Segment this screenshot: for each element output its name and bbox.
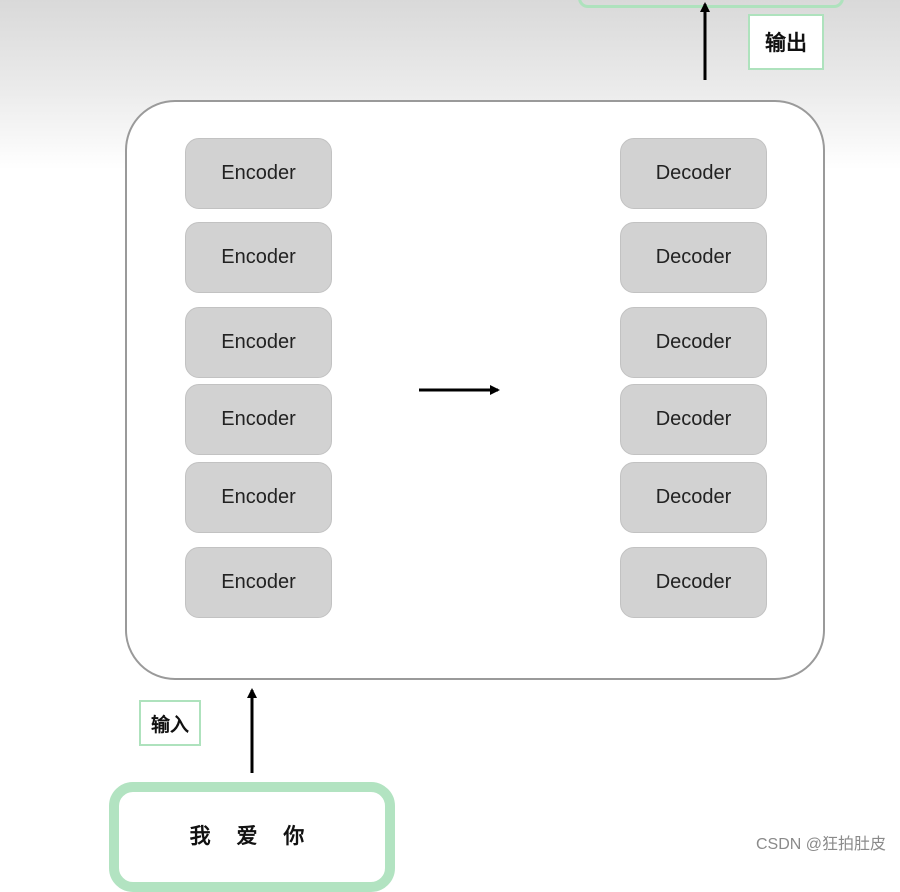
watermark: CSDN @狂拍肚皮 [755, 836, 886, 853]
encoder-block: Encoder [185, 222, 332, 293]
output-box-edge [578, 0, 844, 8]
input-label: 输入 [139, 700, 201, 746]
encoder-block: Encoder [185, 384, 332, 455]
transformer-frame: Encoder Encoder Encoder Encoder Encoder … [125, 100, 825, 680]
decoder-block: Decoder [620, 222, 767, 293]
decoder-block: Decoder [620, 138, 767, 209]
encoder-block: Encoder [185, 547, 332, 618]
input-sentence: 我 爱 你 [189, 825, 315, 848]
decoder-block: Decoder [620, 384, 767, 455]
encoder-block: Encoder [185, 462, 332, 533]
decoder-block: Decoder [620, 307, 767, 378]
encoder-block: Encoder [185, 307, 332, 378]
decoder-block: Decoder [620, 547, 767, 618]
encoder-block: Encoder [185, 138, 332, 209]
output-label: 输出 [748, 14, 824, 70]
decoder-block: Decoder [620, 462, 767, 533]
input-sentence-box: 我 爱 你 [109, 782, 395, 892]
